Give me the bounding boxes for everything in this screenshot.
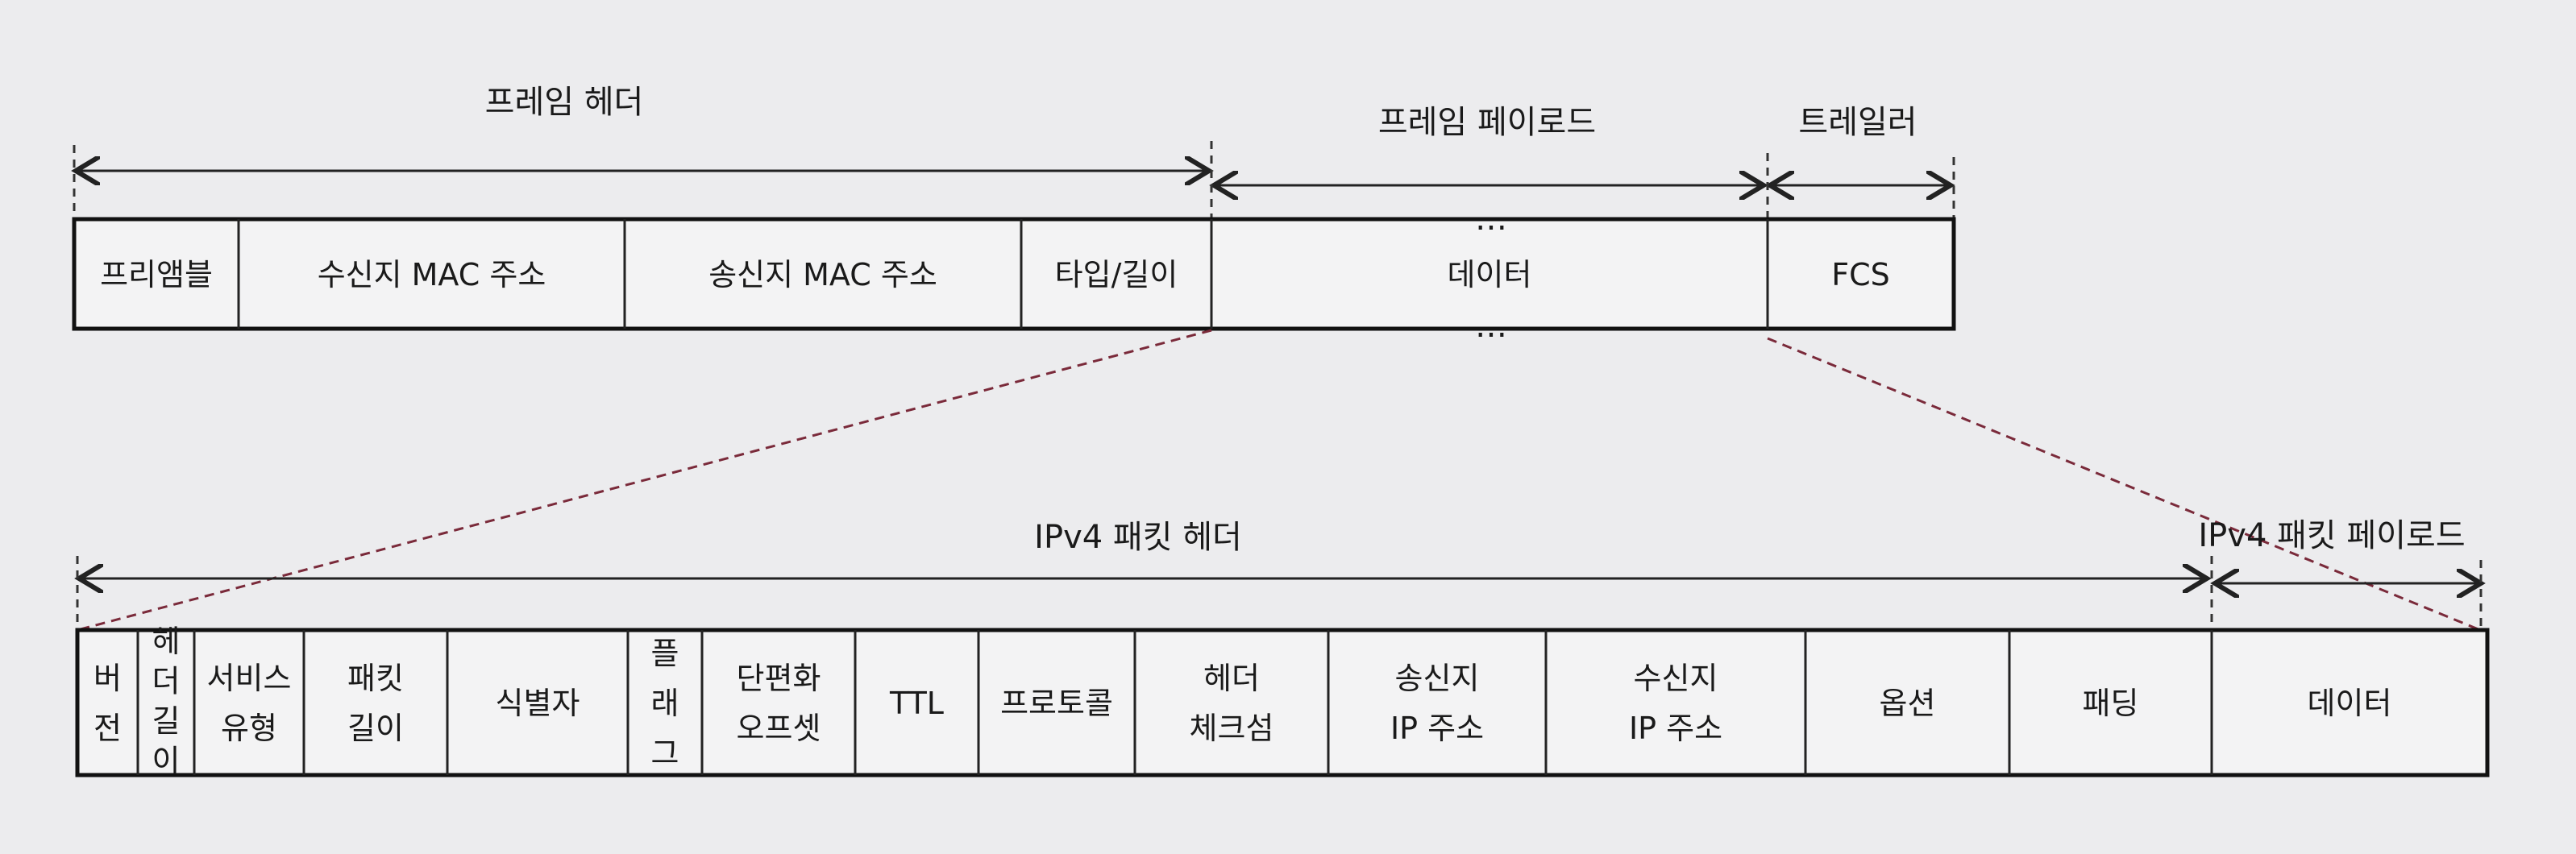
field-cell: 데이터 (2308, 686, 2392, 721)
field-cell: 송신지 MAC 주소 (708, 257, 937, 292)
field-cell: 데이터 (1448, 257, 1532, 292)
ellipsis-top: … (1475, 201, 1507, 238)
field-label-line: FCS (1831, 257, 1890, 292)
field-label-line: 전 (93, 711, 122, 746)
ellipsis-bottom: … (1475, 308, 1507, 345)
field-cell: 옵션 (1880, 686, 1936, 721)
zoom-guide-line-right (1767, 337, 2485, 633)
row-outline (72, 217, 1956, 331)
field-label-line: 패킷 (347, 661, 404, 696)
field-label-line: 송신지 (1395, 661, 1480, 696)
ipv4-payload-label: IPv4 패킷 페이로드 (2198, 517, 2465, 554)
field-label-line: 길이 (347, 711, 404, 746)
frame-trailer-label: 트레일러 (1798, 104, 1917, 141)
frame-payload-label: 프레임 페이로드 (1378, 104, 1596, 141)
field-label-line: 타입/길이 (1055, 257, 1178, 292)
zoom-guide-line-left (77, 329, 1212, 632)
field-label-line: 헤 (152, 624, 181, 659)
field-label-line: 수신지 (1634, 661, 1718, 696)
field-label-line: 플 (651, 636, 679, 671)
field-label-line: 체크섬 (1190, 711, 1274, 746)
field-cell: 수신지 MAC 주소 (318, 257, 546, 292)
field-label-line: 그 (651, 736, 679, 771)
field-cell: 패딩 (2083, 686, 2139, 721)
field-cell: 식별자 (496, 686, 580, 721)
ethernet-frame-row: 프리앰블 수신지 MAC 주소 송신지 MAC 주소 타입/길이 데이터 FCS (72, 217, 1956, 331)
field-label-line: 더 (152, 663, 181, 699)
field-label-line: 데이터 (2308, 686, 2392, 721)
field-cell: 송신지 IP 주소 (1390, 661, 1484, 746)
field-label-line: 래 (651, 686, 679, 721)
field-cell: 프로토콜 (1000, 686, 1113, 721)
field-label-line: 단편화 (737, 661, 821, 696)
field-label-line: 패딩 (2083, 686, 2139, 721)
field-label-line: 유형 (221, 711, 277, 746)
field-label-line: 프리앰블 (100, 257, 213, 292)
field-cell: 타입/길이 (1055, 257, 1178, 292)
row-outline (75, 628, 2490, 777)
field-label-line: 식별자 (496, 686, 580, 721)
field-label-line: IP 주소 (1390, 711, 1484, 746)
field-cell: 수신지 IP 주소 (1629, 661, 1722, 746)
field-label-line: IP 주소 (1629, 711, 1722, 746)
frame-header-label: 프레임 헤더 (485, 84, 644, 121)
ipv4-header-label: IPv4 패킷 헤더 (1034, 519, 1242, 556)
field-label-line: 데이터 (1448, 257, 1532, 292)
field-label-line: 서비스 (207, 661, 292, 696)
field-label-line: 프로토콜 (1000, 686, 1113, 721)
field-label-line: 수신지 MAC 주소 (318, 257, 546, 292)
field-cell: TTL (889, 686, 944, 721)
field-label-line: 길 (152, 703, 181, 739)
field-label-line: 오프셋 (737, 711, 821, 746)
field-label-line: 송신지 MAC 주소 (708, 257, 937, 292)
field-label-line: 옵션 (1880, 686, 1936, 721)
field-label-line: TTL (889, 686, 944, 721)
field-label-line: 헤더 (1203, 661, 1260, 696)
field-label-line: 이 (152, 744, 181, 779)
field-cell: FCS (1831, 257, 1890, 292)
field-cell: 프리앰블 (100, 257, 213, 292)
field-label-line: 버 (93, 661, 122, 696)
